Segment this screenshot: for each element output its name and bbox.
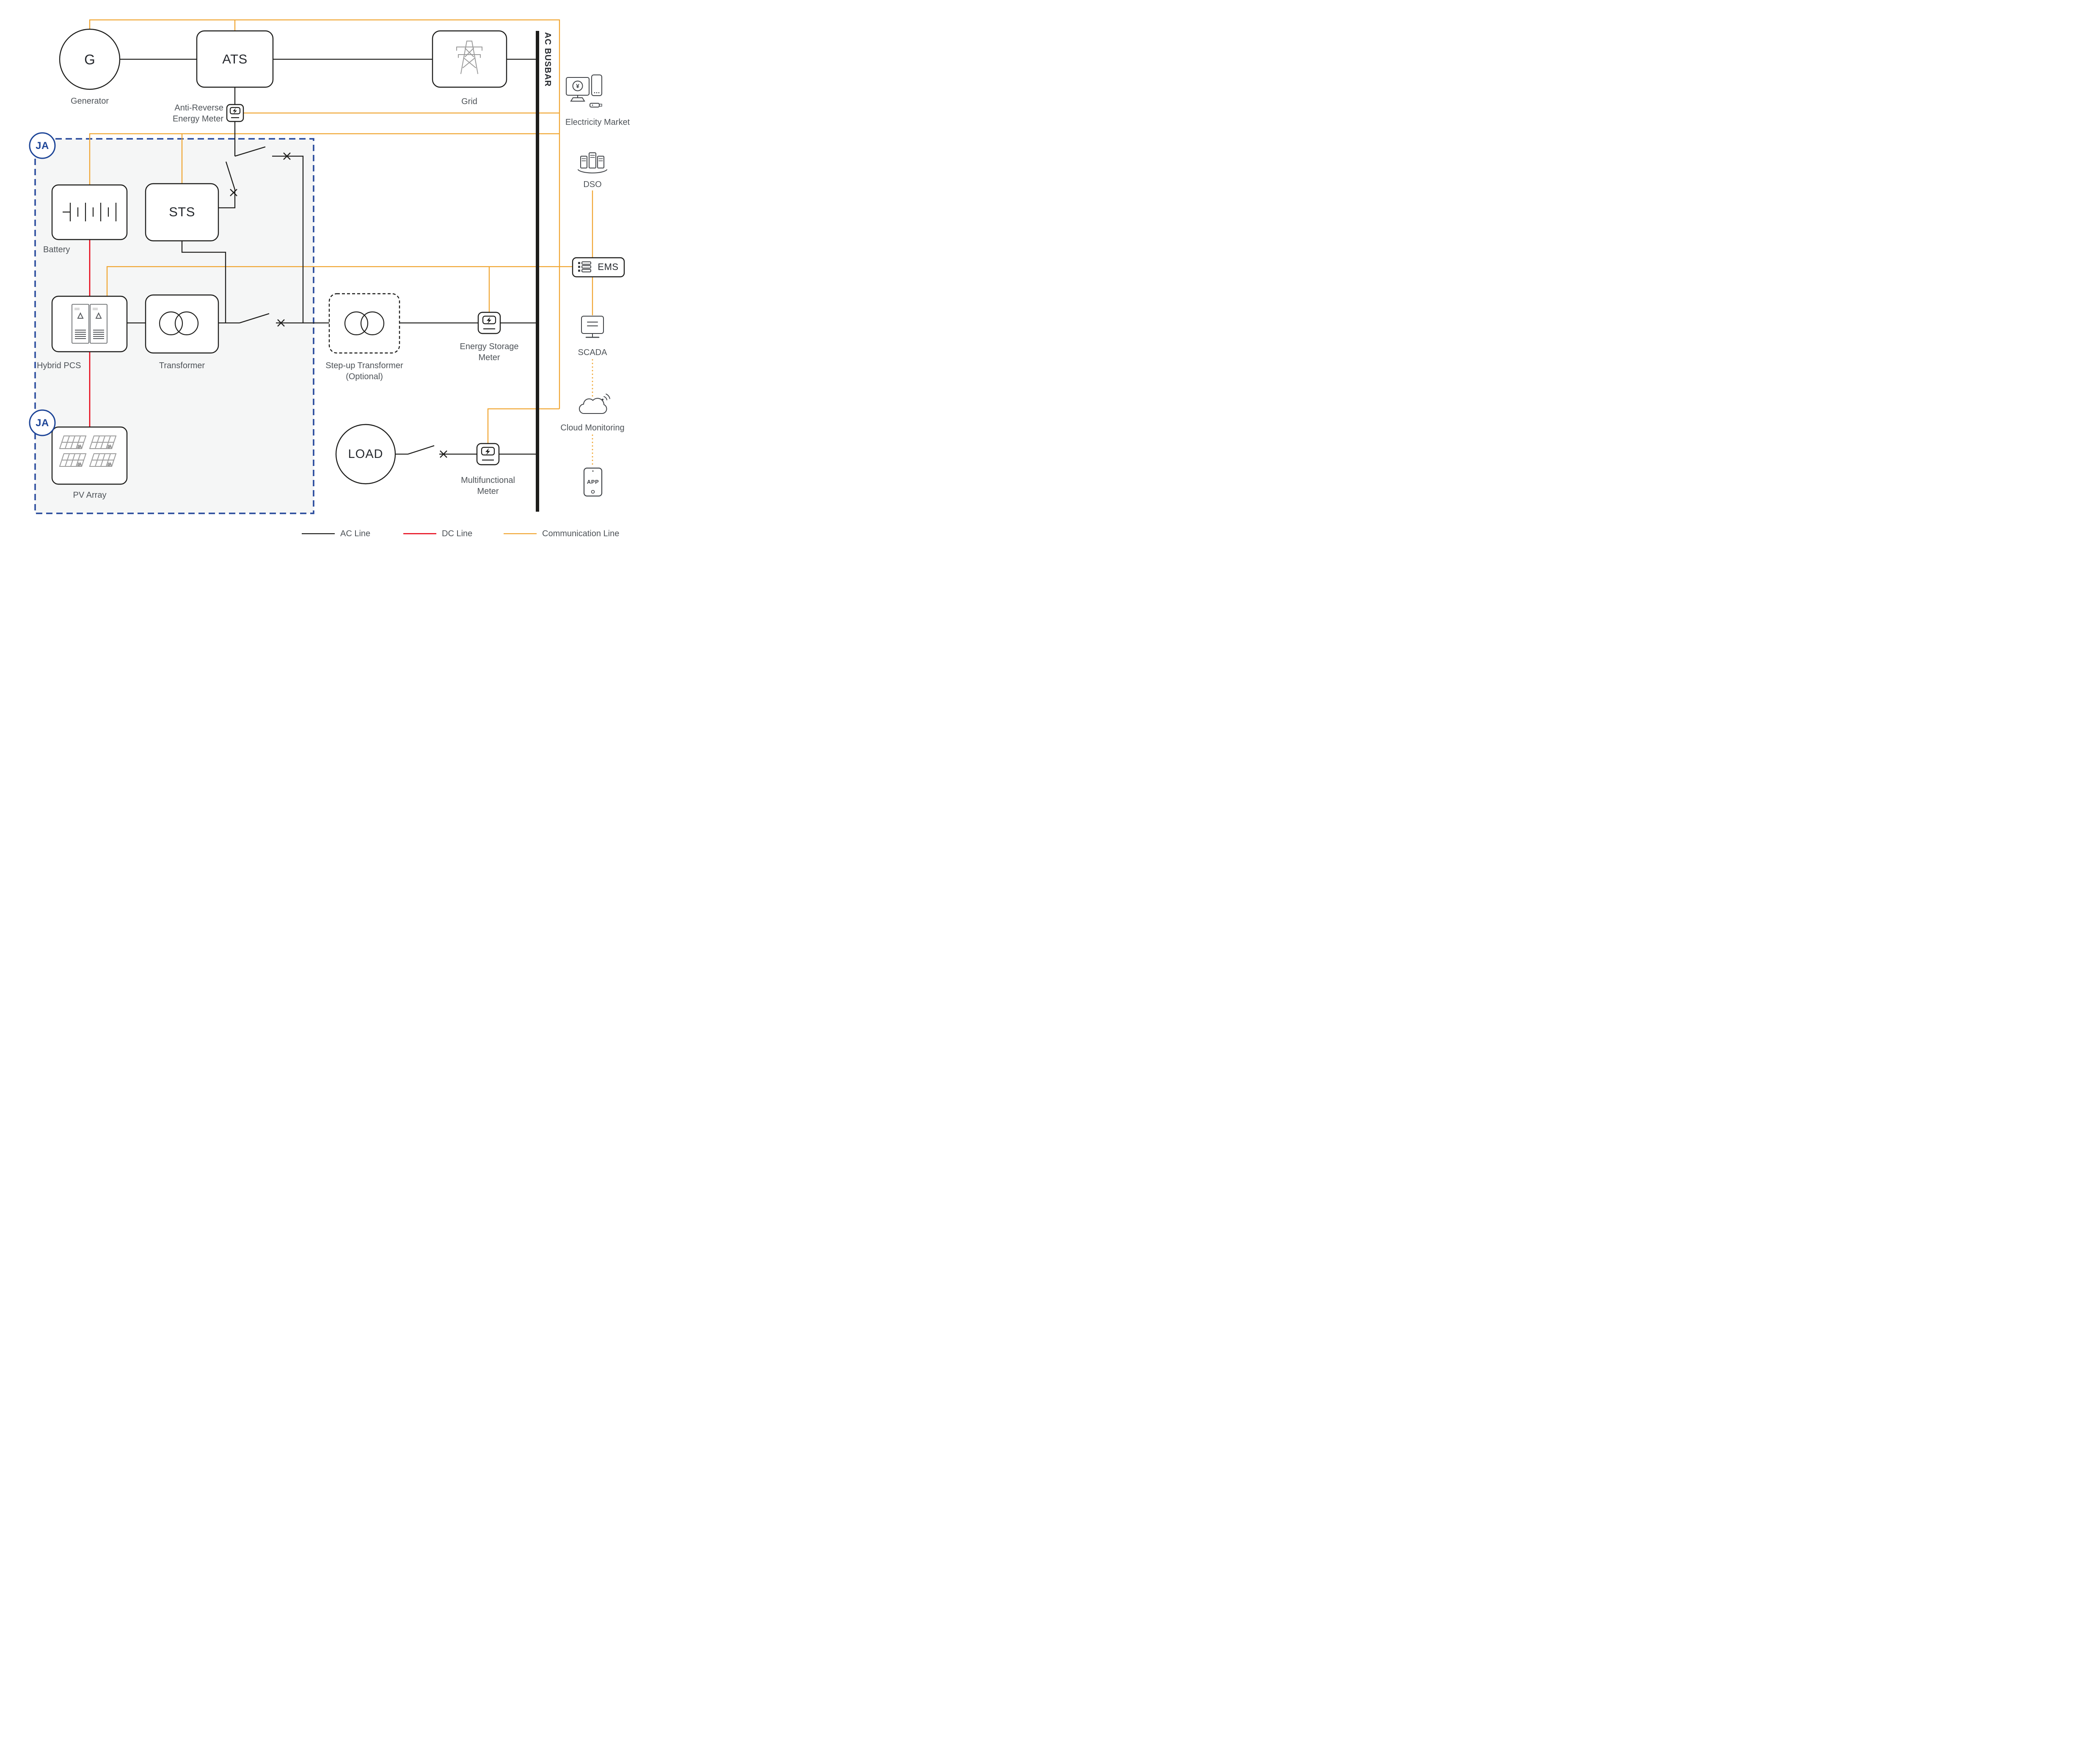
cloud-monitoring-label: Cloud Monitoring [560,423,625,433]
load-node [335,424,396,485]
app-label: APP [587,479,599,485]
pcs-cabinets-icon [72,304,107,344]
legend-comm-label: Communication Line [542,529,620,538]
cloud-icon [579,394,610,414]
energy-storage-meter-icon [477,311,501,334]
generator-node [59,28,121,90]
legend-ac-label: AC Line [340,529,371,538]
multifunctional-meter-icon [476,443,500,466]
multifunctional-meter-label-line1: Multifunctional [461,476,515,485]
ats-label: ATS [222,52,248,66]
ems-label: EMS [598,262,619,272]
ats-box [196,30,274,88]
step-up-transformer-box [328,293,400,354]
pv-panel-ja-mark: JA [107,445,112,449]
dso-icon [578,152,607,174]
communication-lines [89,19,593,444]
market-phone-icon [591,74,602,96]
generator-symbol: G [84,52,95,67]
ja-logo-bottom [29,409,56,436]
transmission-tower-icon [456,41,482,74]
scada-label: SCADA [578,348,607,357]
anti-reverse-meter-label-line2: Energy Meter [172,114,223,124]
battery-label: Battery [43,245,70,254]
market-dongle-icon [590,103,600,107]
anti-reverse-meter-label: Anti-Reverse Energy Meter [135,102,223,124]
anti-reverse-meter-label-line1: Anti-Reverse [174,103,223,113]
pv-panels-icon: JA JA JA JA [59,435,117,467]
ja-logo-top [29,132,56,159]
transformer-windings-icon [159,311,199,336]
energy-storage-meter-label-line2: Meter [478,353,500,362]
pv-array-label: PV Array [73,491,107,500]
sts-label: STS [169,204,195,219]
legend-dc-label: DC Line [442,529,473,538]
ac-lines [120,58,536,455]
step-up-transformer-windings-icon [344,311,385,336]
breaker-x-icon [230,152,447,458]
ja-logo-top-text: JA [36,140,49,152]
pv-panel-ja-mark: JA [77,445,82,449]
ac-busbar [536,31,539,512]
pv-panel-ja-mark: JA [77,463,82,466]
anti-reverse-meter-icon [226,104,244,122]
app-phone-icon [583,467,603,497]
currency-symbol: ¥ [576,83,579,89]
step-up-transformer-label-line2: (Optional) [346,372,383,381]
hybrid-pcs-box [51,295,128,353]
generator-label: Generator [70,96,109,106]
load-label: LOAD [348,447,383,461]
electricity-market-icon [566,74,602,107]
dso-label: DSO [583,180,602,189]
transformer-label: Transformer [159,361,205,370]
electricity-market-label: Electricity Market [565,118,630,127]
pv-panel-ja-mark: JA [107,463,112,466]
grid-label: Grid [461,97,477,106]
ja-logo-bottom-text: JA [36,417,49,429]
multifunctional-meter-label-line2: Meter [477,487,499,496]
battery-cells-icon [63,203,117,221]
hybrid-pcs-label: Hybrid PCS [37,361,81,370]
ac-busbar-label: AC BUSBAR [543,32,552,87]
microgrid-diagram: JA JA JA JA [0,0,654,551]
step-up-transformer-label-line1: Step-up Transformer [325,361,403,370]
grid-box [432,30,507,88]
sts-box [145,183,219,242]
battery-box [51,184,128,240]
scada-icon [581,316,604,338]
energy-storage-meter-label-line1: Energy Storage [460,342,519,351]
ems-list-icon [578,261,591,273]
